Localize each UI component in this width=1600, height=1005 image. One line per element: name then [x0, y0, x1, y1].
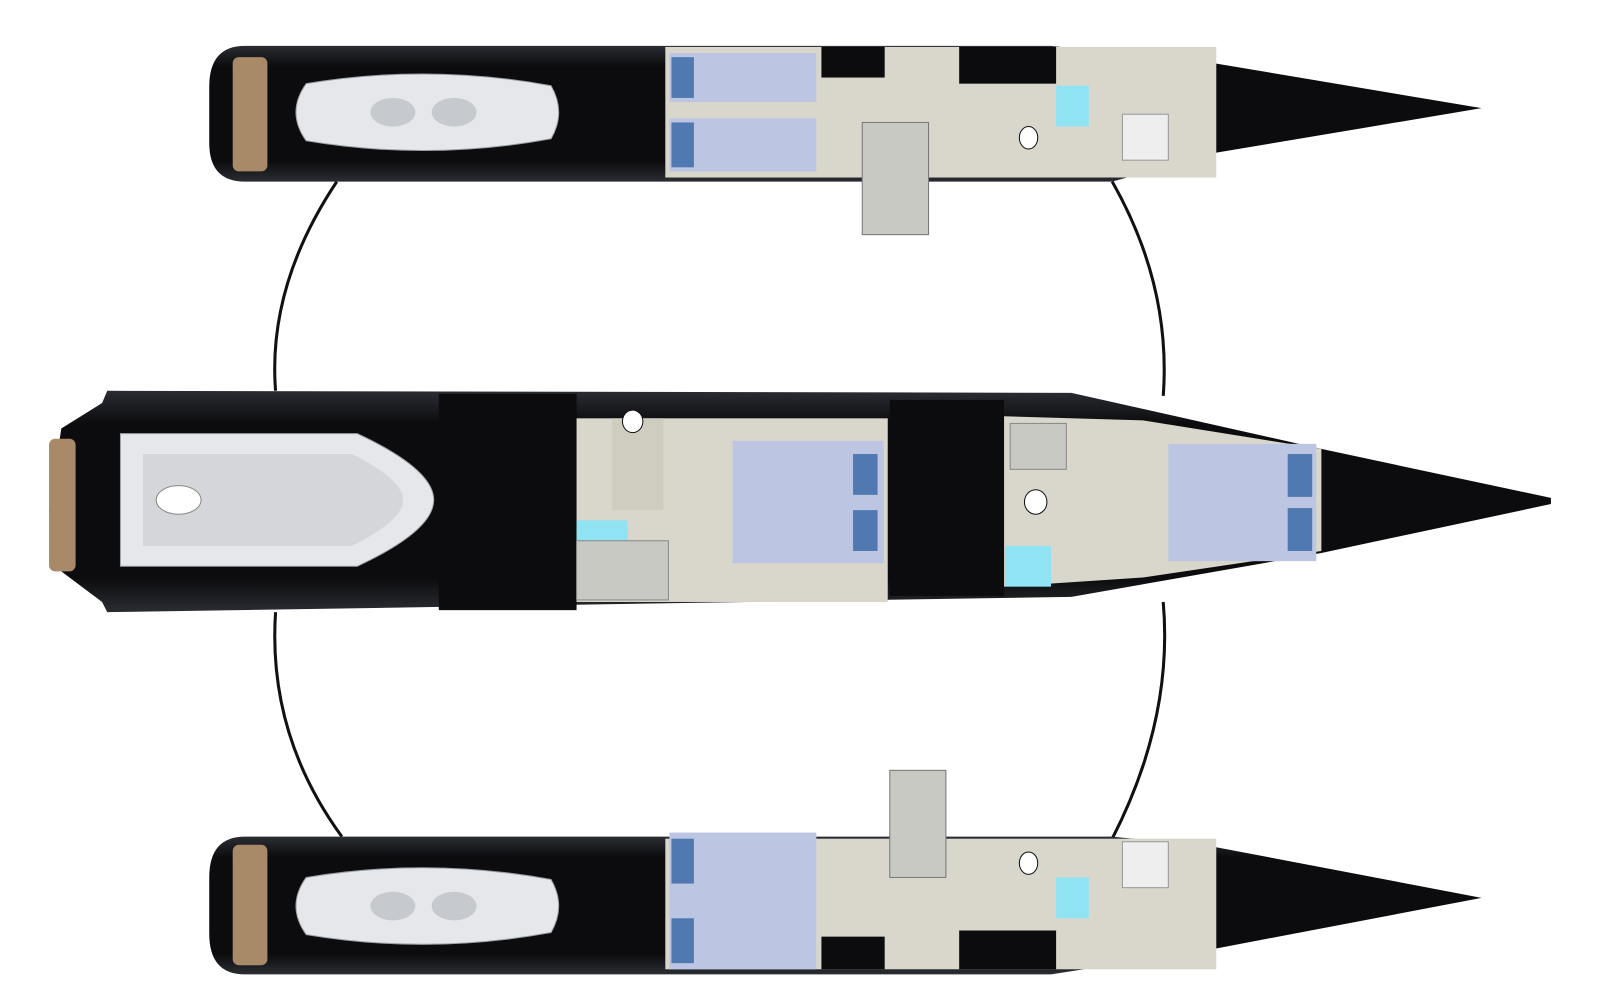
counter [1121, 113, 1169, 161]
toilet [1018, 126, 1039, 150]
companionway-steps [889, 769, 947, 878]
toilet [1023, 489, 1048, 515]
pillow [671, 122, 694, 168]
toilet [621, 409, 644, 434]
bulkhead [438, 393, 577, 611]
pillow [853, 454, 878, 495]
kayak [295, 73, 560, 152]
pillow [671, 838, 694, 884]
shower [1056, 877, 1089, 919]
aft-beam-lower [1110, 601, 1167, 840]
bulkhead [889, 399, 1005, 596]
shower [1005, 545, 1051, 587]
stairs [576, 540, 669, 601]
tender-floor [142, 454, 404, 546]
shower [1056, 85, 1089, 127]
bulkhead [821, 936, 885, 970]
pillow [1287, 508, 1313, 551]
forward-beam-upper [273, 180, 339, 391]
kayak-seat [431, 97, 477, 127]
pillow [671, 918, 694, 964]
kayak-seat [431, 891, 477, 921]
swim-platform [232, 57, 268, 172]
crossbeams [273, 180, 1167, 840]
bulkhead [959, 46, 1057, 84]
pillow [853, 510, 878, 551]
toilet [1018, 851, 1039, 875]
kayak-seat [370, 97, 416, 127]
bow-locker [1326, 454, 1541, 546]
kayak-seat [370, 891, 416, 921]
main-hull [49, 390, 1551, 613]
swim-platform [49, 438, 76, 572]
port-ama [209, 45, 1482, 236]
stairs [1009, 422, 1067, 470]
bulkhead [959, 930, 1057, 970]
head [612, 418, 664, 511]
kayak [295, 867, 560, 945]
pillow [671, 57, 694, 98]
starboard-ama [209, 769, 1482, 975]
bulkhead [821, 46, 885, 78]
swim-platform [232, 844, 268, 966]
forward-beam-lower [273, 612, 344, 838]
outboard-console [155, 485, 202, 515]
pillow [1287, 454, 1313, 497]
aft-beam-upper [1110, 180, 1166, 396]
counter [1121, 841, 1169, 889]
companionway-steps [861, 121, 930, 236]
